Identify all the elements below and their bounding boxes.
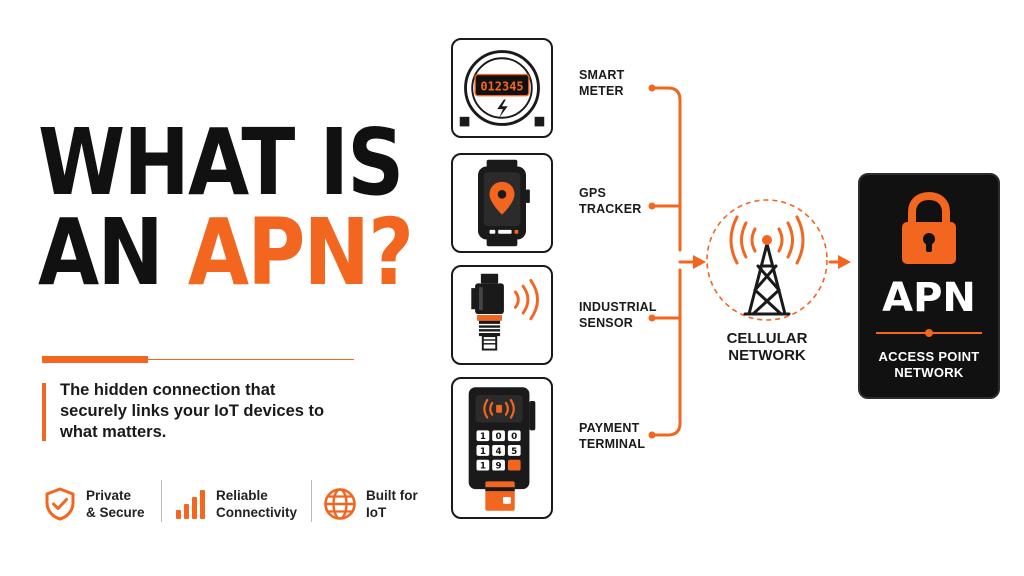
keypad-key-label: 9: [495, 462, 501, 472]
feature-built-for-iot: Built for IoT: [322, 482, 450, 526]
keypad-key: [507, 430, 521, 442]
keypad-key: [492, 430, 505, 442]
title-accent-text: APN?: [187, 199, 414, 307]
title-line-2: AN APN?: [38, 207, 414, 299]
shield-check-icon: [45, 487, 75, 521]
keypad-key: [476, 459, 490, 471]
keypad-key-label: 1: [480, 432, 486, 442]
keypad-key: [476, 430, 490, 442]
keypad-key: [492, 459, 505, 471]
title-underline-thin: [148, 359, 354, 360]
page-title: WHAT IS AN APN?: [38, 109, 414, 299]
arrow-to-network-icon: [693, 255, 706, 269]
title-plain-text: AN: [38, 199, 188, 307]
tagline: The hidden connection that securely link…: [60, 381, 325, 441]
industrial-sensor-icon: [471, 273, 539, 351]
feature-reliable-connectivity: Reliable Connectivity: [172, 482, 312, 526]
tagline-accent-bar: [42, 383, 46, 441]
keypad-key-label: 1: [480, 462, 486, 472]
feature-label: Built for IoT: [366, 488, 418, 520]
cell-tower-icon: [743, 242, 791, 316]
feature-label: Private & Secure: [86, 488, 145, 520]
keypad-key-label: 5: [511, 447, 517, 457]
keypad-key-label: 4: [495, 447, 501, 457]
smart-meter-icon: 012345: [459, 50, 545, 127]
keypad-key-label: 1: [480, 447, 486, 457]
signal-bars-icon: [176, 490, 205, 519]
network-dashed-ring: [706, 199, 828, 321]
device-card-industrial-sensor: [451, 265, 553, 365]
globe-icon: [324, 488, 356, 520]
radio-waves-icon: [729, 215, 805, 265]
title-underline-thick: [42, 356, 148, 363]
title-line-1: WHAT IS: [38, 109, 404, 216]
device-card-smart-meter: 012345: [451, 38, 553, 138]
keypad-key: [492, 445, 505, 456]
padlock-icon: [902, 191, 956, 264]
apn-panel: [858, 173, 1000, 399]
keypad-key-label: 0: [511, 432, 517, 442]
keypad-key: [507, 445, 521, 456]
feature-label: Reliable Connectivity: [216, 488, 298, 520]
gps-tracker-icon: [478, 159, 530, 247]
keypad-key-label: 0: [495, 432, 501, 442]
feature-divider: [161, 480, 162, 522]
feature-divider: [311, 480, 312, 522]
arrow-to-apn-icon: [838, 255, 851, 269]
keypad-key: [476, 445, 490, 456]
apn-divider: [876, 329, 982, 337]
meter-display-text: 012345: [480, 79, 523, 93]
feature-private-secure: Private & Secure: [42, 482, 170, 526]
device-card-gps-tracker: [451, 153, 553, 253]
apn-title: APN: [882, 275, 976, 321]
keypad-key: [507, 459, 521, 471]
